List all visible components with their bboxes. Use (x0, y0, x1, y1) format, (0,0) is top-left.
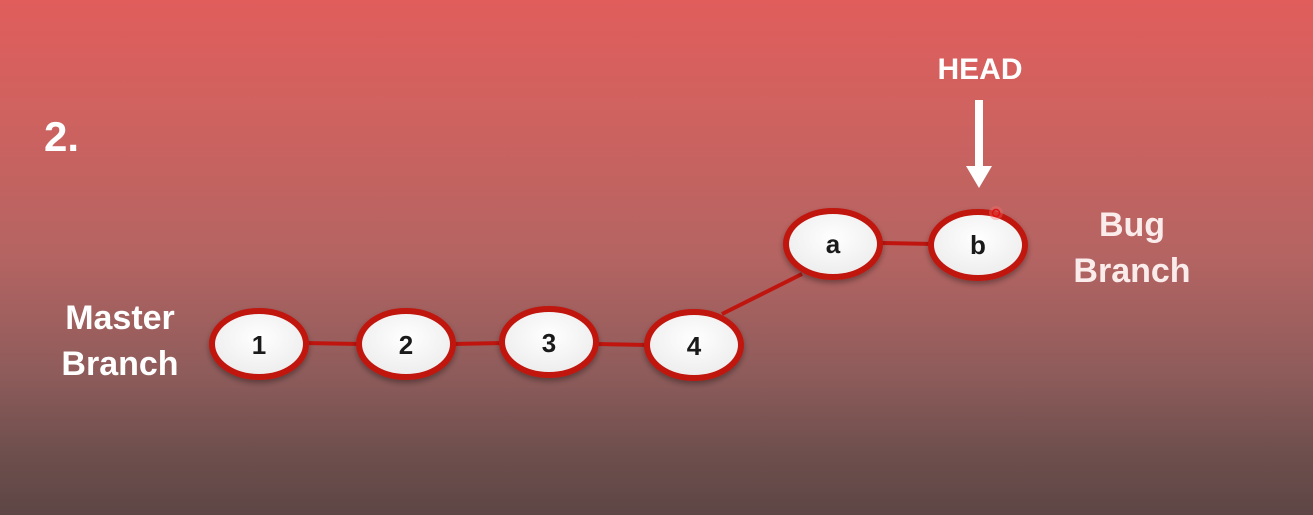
commit-label-1: 1 (252, 330, 266, 360)
master-branch-line1: Master (65, 299, 175, 337)
pointer-marker-icon (989, 206, 1003, 220)
step-number: 2. (44, 113, 80, 160)
commit-node-2: 2 (356, 308, 456, 380)
commit-node-1: 1 (209, 308, 309, 380)
master-branch-label: Master Branch (52, 296, 188, 388)
edge-3-4 (595, 342, 649, 347)
edge-a-b (879, 241, 935, 246)
commit-label-3: 3 (542, 328, 556, 358)
edge-1-2 (304, 341, 361, 346)
bug-branch-label: Bug Branch (1062, 203, 1202, 295)
edge-2-3 (451, 341, 504, 346)
commit-label-b: b (970, 230, 986, 260)
commit-label-a: a (826, 229, 841, 259)
commit-node-b: b (928, 209, 1028, 281)
head-arrow-icon (966, 100, 992, 188)
bug-branch-line1: Bug (1098, 206, 1166, 244)
commit-node-a: a (783, 208, 883, 280)
commit-node-4: 4 (644, 309, 744, 381)
head-label: HEAD (937, 53, 1023, 86)
master-branch-line2: Branch (61, 344, 179, 383)
commit-label-4: 4 (687, 331, 702, 361)
commit-node-3: 3 (499, 306, 599, 378)
commit-label-2: 2 (399, 330, 413, 360)
edge-4-a (721, 272, 803, 316)
bug-branch-line2: Branch (1073, 251, 1191, 290)
